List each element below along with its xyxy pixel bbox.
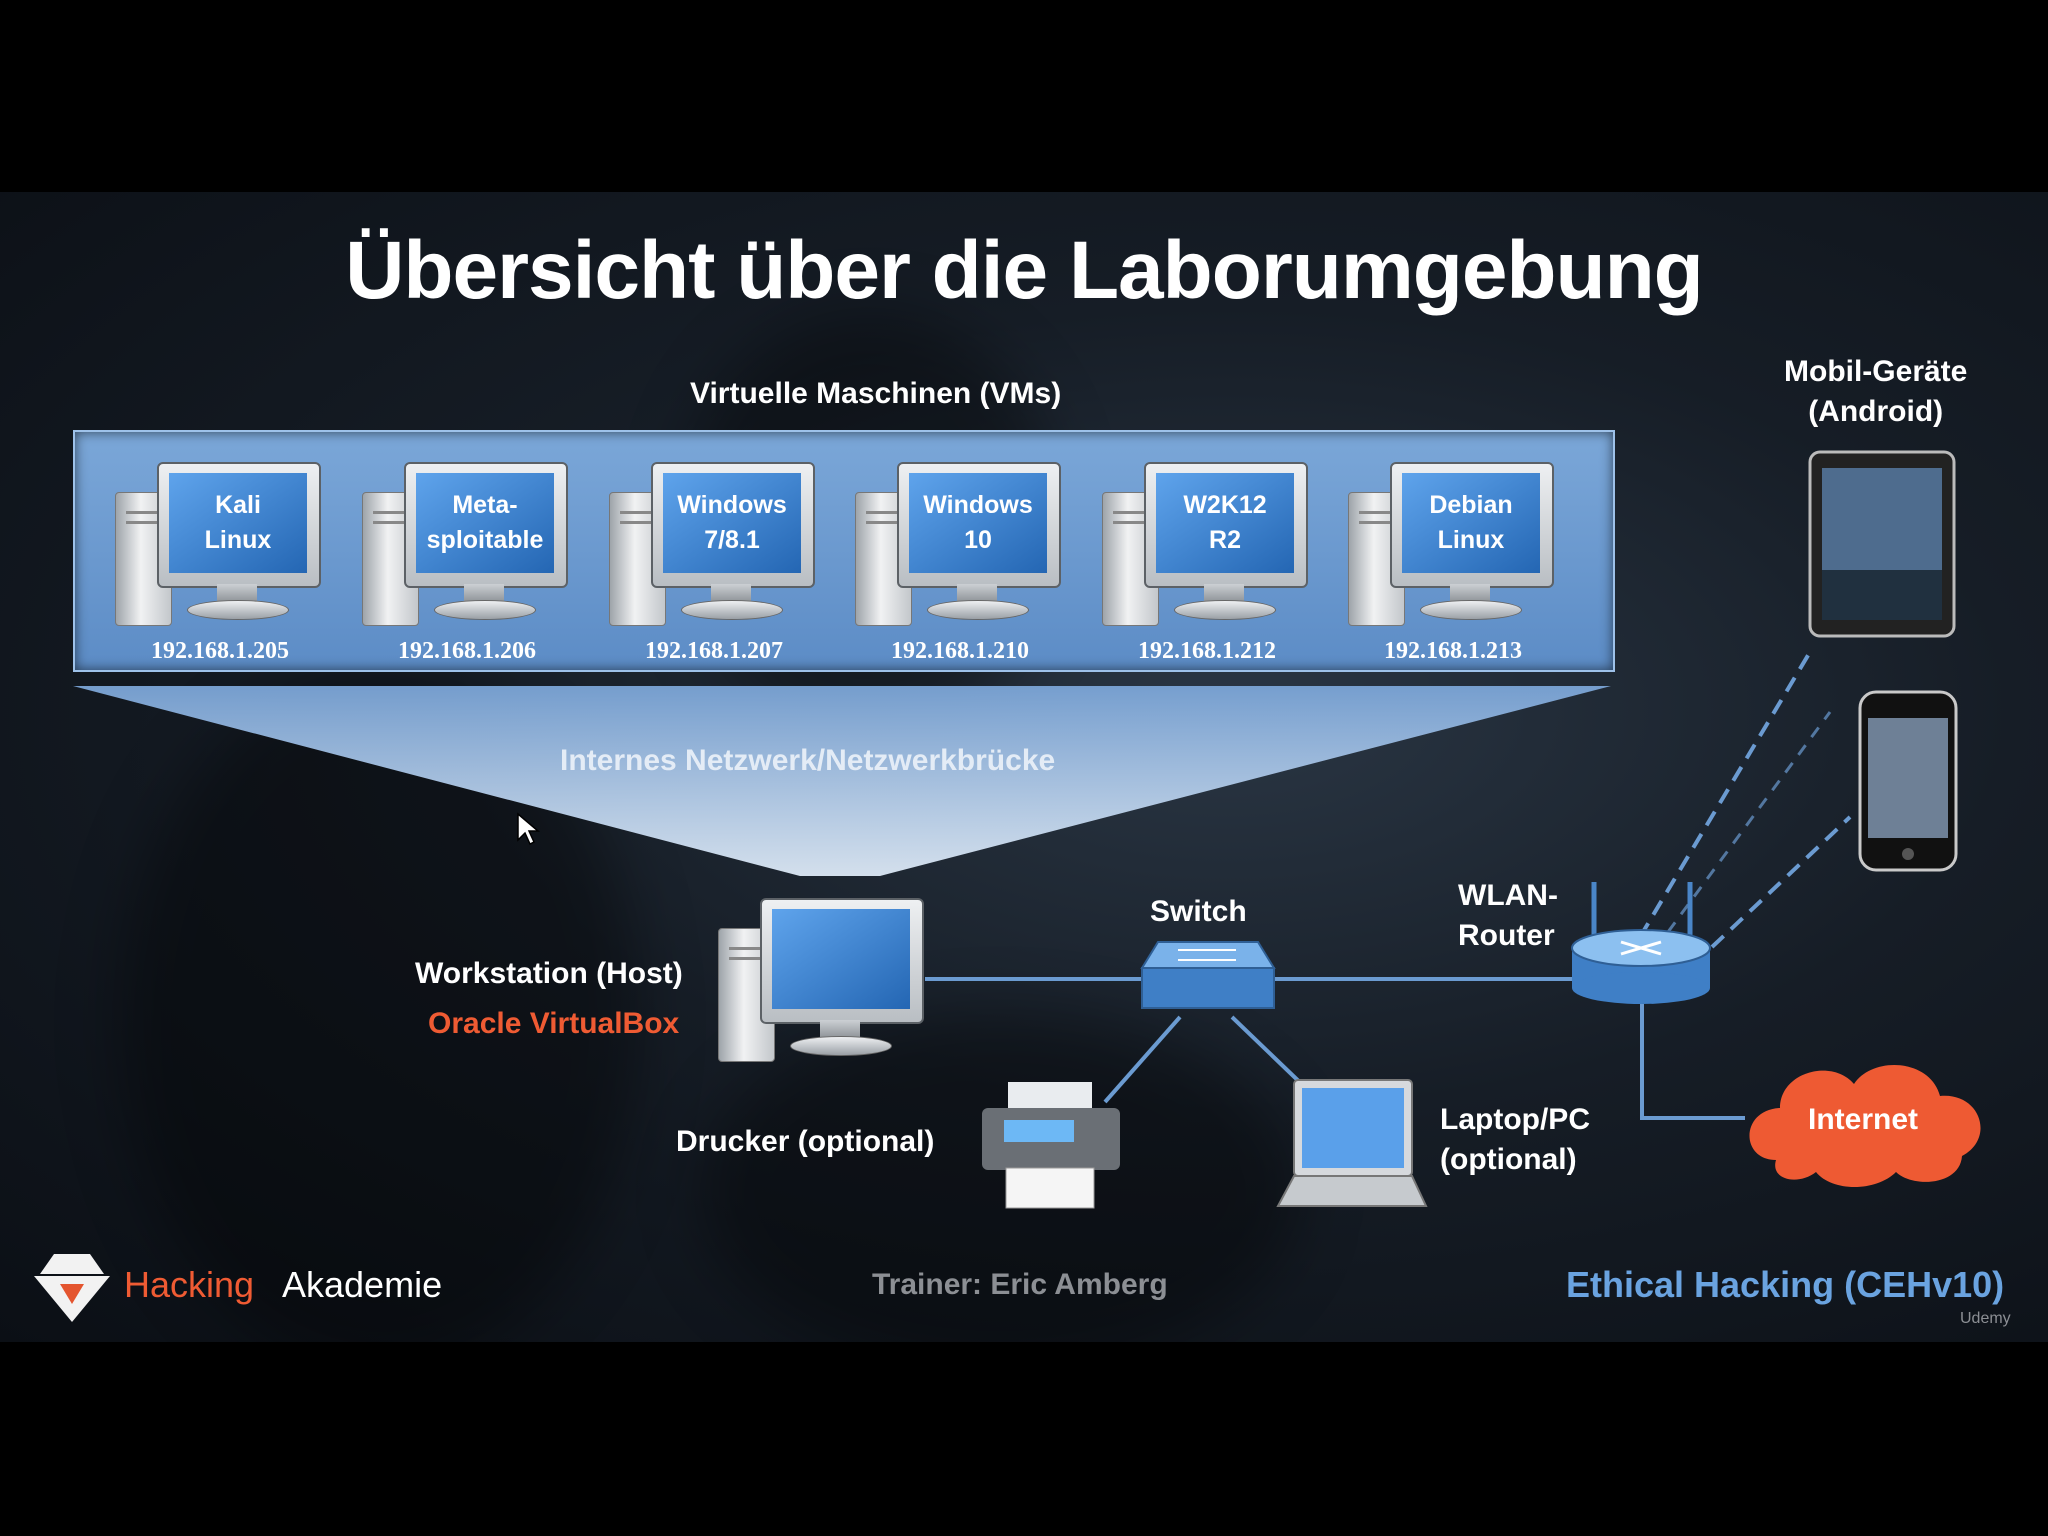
monitor-icon: W2K12 R2 bbox=[1144, 462, 1308, 588]
vm-name: Kali Linux bbox=[169, 473, 307, 573]
link-switch-printer bbox=[1103, 1015, 1182, 1104]
vm-computer: Windows 7/8.1 192.168.1.207 bbox=[609, 462, 819, 687]
host-software-label: Oracle VirtualBox bbox=[428, 1007, 680, 1040]
vm-computer: Debian Linux 192.168.1.213 bbox=[1348, 462, 1558, 687]
vm-ip: 192.168.1.206 bbox=[398, 638, 536, 664]
vm-name: Debian Linux bbox=[1402, 473, 1540, 573]
wifi-link-2 bbox=[1666, 711, 1832, 933]
vm-computer: Windows 10 192.168.1.210 bbox=[855, 462, 1065, 687]
wifi-link-tablet bbox=[1638, 650, 1812, 939]
vm-ip: 192.168.1.205 bbox=[151, 638, 289, 664]
vm-panel: Kali Linux 192.168.1.205 Meta- sploitable 1… bbox=[73, 430, 1615, 672]
printer-label: Drucker (optional) bbox=[676, 1125, 935, 1158]
mobile-label: Mobil-Geräte (Android) bbox=[1784, 355, 1968, 428]
printer-icon bbox=[982, 1082, 1120, 1209]
vm-ip: 192.168.1.213 bbox=[1384, 638, 1522, 664]
vm-name: Meta- sploitable bbox=[416, 473, 554, 573]
slide-title: Übersicht über die Laborumgebung bbox=[345, 225, 1704, 316]
vm-computer: Kali Linux 192.168.1.205 bbox=[115, 462, 325, 687]
switch-label: Switch bbox=[1150, 895, 1247, 928]
brand-akademie: Akademie bbox=[282, 1264, 443, 1305]
host-label: Workstation (Host) bbox=[415, 957, 683, 990]
cloud-icon bbox=[1749, 1064, 1981, 1187]
wifi-link-phone bbox=[1710, 815, 1852, 949]
vm-name: W2K12 R2 bbox=[1156, 473, 1294, 573]
vm-section-label: Virtuelle Maschinen (VMs) bbox=[690, 377, 1062, 410]
vm-ip: 192.168.1.207 bbox=[645, 638, 783, 664]
monitor-icon: Kali Linux bbox=[157, 462, 321, 588]
mouse-cursor-icon bbox=[517, 812, 540, 846]
course-label: Ethical Hacking (CEHv10) bbox=[1566, 1264, 2005, 1305]
vm-name: Windows 7/8.1 bbox=[663, 473, 801, 573]
vm-ip: 192.168.1.212 bbox=[1138, 638, 1276, 664]
vm-ip: 192.168.1.210 bbox=[891, 638, 1029, 664]
internet-label: Internet bbox=[1808, 1103, 1919, 1136]
network-funnel bbox=[73, 686, 1611, 876]
host-computer-icon bbox=[718, 898, 928, 1123]
hacker-logo-icon bbox=[34, 1254, 110, 1322]
slide: Übersicht über die Laborumgebung Virtuel… bbox=[0, 192, 2048, 1342]
vm-computer: Meta- sploitable 192.168.1.206 bbox=[362, 462, 572, 687]
monitor-icon: Windows 10 bbox=[897, 462, 1061, 588]
network-label: Internes Netzwerk/Netzwerkbrücke bbox=[560, 744, 1056, 777]
link-router-internet bbox=[1640, 1004, 1745, 1120]
phone-icon bbox=[1858, 690, 1958, 872]
router-icon bbox=[1571, 882, 1711, 1004]
laptop-label: Laptop/PC (optional) bbox=[1440, 1103, 1590, 1176]
vm-computer: W2K12 R2 192.168.1.212 bbox=[1102, 462, 1312, 687]
tablet-icon bbox=[1808, 450, 1956, 638]
router-label: WLAN- Router bbox=[1458, 879, 1558, 952]
trainer-label: Trainer: Eric Amberg bbox=[872, 1268, 1168, 1301]
monitor-icon: Meta- sploitable bbox=[404, 462, 568, 588]
udemy-watermark: Udemy bbox=[1960, 1310, 2011, 1327]
vm-name: Windows 10 bbox=[909, 473, 1047, 573]
switch-icon bbox=[1140, 941, 1276, 1009]
laptop-icon bbox=[1276, 1079, 1428, 1207]
brand-hacking: Hacking bbox=[124, 1264, 255, 1305]
